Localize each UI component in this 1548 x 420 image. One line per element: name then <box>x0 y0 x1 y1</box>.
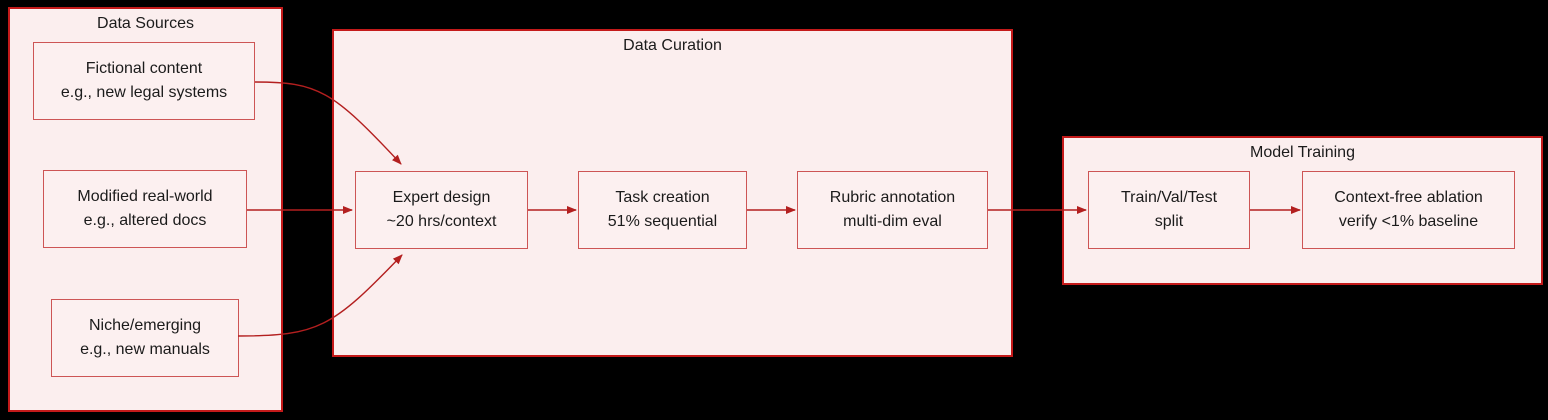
node-modified-real-world: Modified real-world e.g., altered docs <box>43 170 247 248</box>
node-label-line2: multi-dim eval <box>843 213 942 230</box>
node-label-line2: 51% sequential <box>607 213 718 230</box>
node-train-val-test-split: Train/Val/Test split <box>1088 171 1250 249</box>
node-label-line2: verify <1% baseline <box>1338 213 1479 230</box>
node-rubric-annotation: Rubric annotation multi-dim eval <box>797 171 988 249</box>
node-label-line1: Fictional content <box>85 60 203 77</box>
node-label-line1: Context-free ablation <box>1334 189 1483 206</box>
node-task-creation: Task creation 51% sequential <box>578 171 747 249</box>
node-label-line1: Train/Val/Test <box>1120 189 1218 206</box>
node-label-line1: Task creation <box>615 189 710 206</box>
group-title-data-sources: Data Sources <box>97 15 194 32</box>
node-label-line1: Expert design <box>392 189 491 206</box>
group-title-data-curation: Data Curation <box>623 37 722 54</box>
node-label-line2: split <box>1154 213 1184 230</box>
node-niche-emerging: Niche/emerging e.g., new manuals <box>51 299 239 377</box>
node-fictional-content: Fictional content e.g., new legal system… <box>33 42 255 120</box>
group-title-model-training: Model Training <box>1250 144 1355 161</box>
node-label-line2: ~20 hrs/context <box>386 213 497 230</box>
node-label-line1: Niche/emerging <box>88 317 202 334</box>
node-label-line2: e.g., new legal systems <box>60 84 228 101</box>
node-label-line2: e.g., new manuals <box>80 341 210 358</box>
node-context-free-ablation: Context-free ablation verify <1% baselin… <box>1302 171 1515 249</box>
node-label-line1: Rubric annotation <box>829 189 956 206</box>
node-expert-design: Expert design ~20 hrs/context <box>355 171 528 249</box>
node-label-line2: e.g., altered docs <box>83 212 207 229</box>
node-label-line1: Modified real-world <box>77 188 213 205</box>
